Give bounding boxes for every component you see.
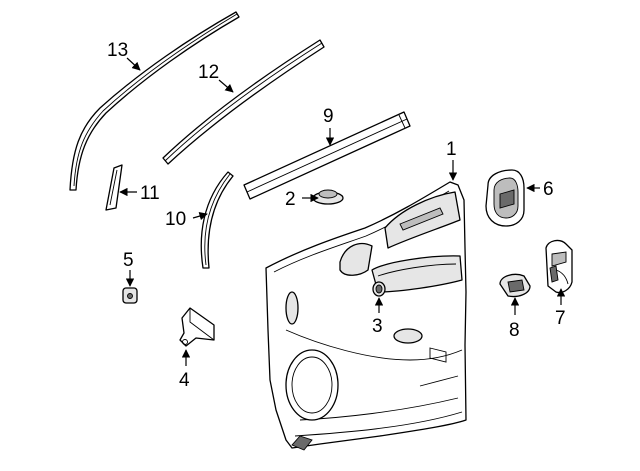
callout-3: 3 xyxy=(372,316,383,337)
part-7-handle-assembly[interactable] xyxy=(545,239,573,294)
part-6-handle-bezel[interactable] xyxy=(485,169,525,227)
leader-13 xyxy=(126,57,141,71)
part-5-clip[interactable] xyxy=(122,287,138,304)
leader-12 xyxy=(218,79,234,93)
part-9-inner-belt-strip[interactable] xyxy=(243,111,411,200)
callout-13: 13 xyxy=(107,40,128,61)
callout-12: 12 xyxy=(198,62,219,83)
callout-2: 2 xyxy=(285,189,296,210)
callout-10: 10 xyxy=(165,209,186,230)
part-11-trim-piece[interactable] xyxy=(105,164,123,211)
callout-4: 4 xyxy=(179,370,190,391)
part-2-grommet[interactable] xyxy=(312,189,344,205)
part-1-door-trim-panel[interactable] xyxy=(265,181,467,451)
part-13-belt-molding[interactable] xyxy=(69,11,240,191)
leader-10 xyxy=(192,212,208,221)
callout-numbers: 1 2 3 4 5 6 7 8 9 10 11 12 13 xyxy=(107,40,566,391)
part-3-fastener[interactable] xyxy=(372,281,386,297)
callout-9: 9 xyxy=(323,106,334,127)
callout-7: 7 xyxy=(555,308,566,329)
part-8-switch[interactable] xyxy=(499,273,531,298)
callout-8: 8 xyxy=(509,320,520,341)
part-10-seal-strip[interactable] xyxy=(200,171,234,269)
callout-leaders xyxy=(119,57,566,366)
part-4-bracket[interactable] xyxy=(179,307,215,347)
callout-1: 1 xyxy=(446,139,457,160)
callout-11: 11 xyxy=(140,183,160,204)
callout-5: 5 xyxy=(123,250,134,271)
callout-6: 6 xyxy=(543,179,554,200)
part-12-window-channel[interactable] xyxy=(162,39,325,165)
